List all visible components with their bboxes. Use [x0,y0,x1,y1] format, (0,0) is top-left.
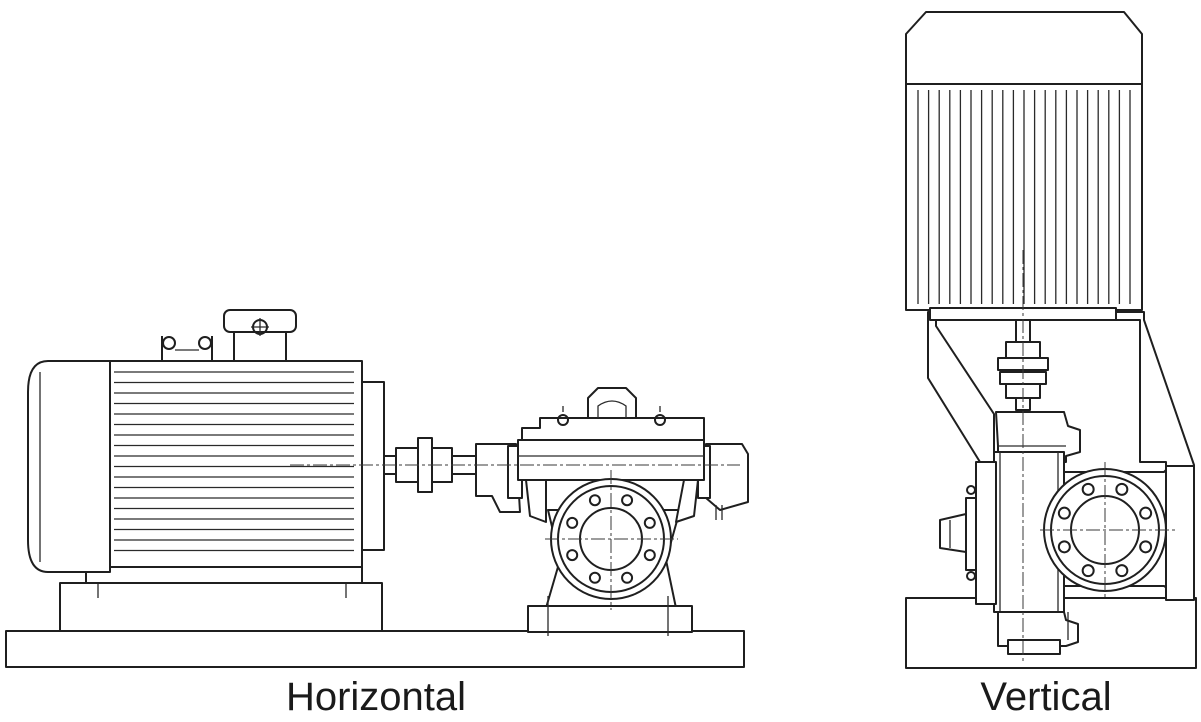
flange-bolt [566,516,579,529]
flange-bolt [1081,482,1095,496]
casing-top-boss [587,387,637,419]
pump-foot [527,605,693,633]
vertical-suction-nozzle [939,513,967,553]
lifting-eyes [161,336,213,361]
motor-plinth [59,582,383,632]
vertical-motor-top-cap [905,11,1143,85]
flange-bolt [1115,564,1129,578]
motor-cooling-fins [114,371,354,552]
motor-end-cap [27,360,111,573]
horizontal-pump-unit [5,309,749,668]
flange-bolt [621,571,634,584]
horizontal-baseplate [5,630,745,668]
flange-bolt [643,516,656,529]
flange-bolt [588,494,601,507]
flange-bolt [1057,506,1071,520]
flange-bolt [588,571,601,584]
horizontal-label: Horizontal [285,675,467,719]
flange-bolt [643,549,656,562]
flange-bolt [621,494,634,507]
vertical-motor-cooling-fins [917,90,1131,304]
flange-bolt [1139,506,1153,520]
upper-casing [521,417,705,441]
vertical-pump-unit [905,11,1197,669]
vertical-label: Vertical [980,675,1112,719]
motor-front-flange [361,381,385,551]
flange-bolt [1139,540,1153,554]
flange-bolt [1057,540,1071,554]
flange-bolt [1115,482,1129,496]
motor-body [109,360,363,568]
flange-bolt [566,549,579,562]
flange-bolt [1081,564,1095,578]
bearing-housing-non-drive-end [705,443,749,511]
casing-studs [557,406,666,426]
